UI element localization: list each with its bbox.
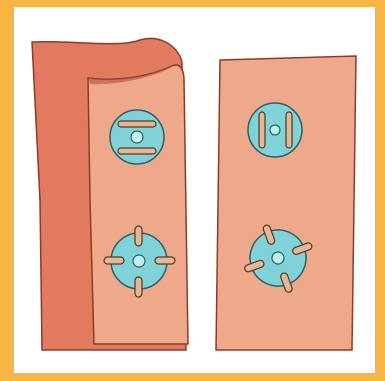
right-fabric — [215, 55, 357, 351]
snap-center — [269, 124, 281, 136]
thread-stitch — [244, 259, 265, 273]
snap-center — [130, 130, 144, 144]
thread-stitch — [292, 242, 313, 255]
thread-stitch — [134, 276, 143, 298]
thread-stitch — [285, 111, 293, 149]
thread-stitch — [154, 256, 176, 265]
thread-stitch — [262, 224, 276, 245]
snap-right-bottom — [244, 224, 313, 293]
left-fabric-panel — [31, 37, 189, 351]
thread-stitch — [117, 120, 157, 128]
snap-left-bottom — [103, 225, 176, 298]
right-fabric-panel — [215, 55, 357, 351]
thread-stitch — [280, 272, 293, 293]
snap-right-top — [247, 102, 303, 158]
thread-stitch — [258, 111, 266, 149]
thread-stitch — [134, 225, 143, 247]
thread-stitch — [117, 147, 157, 155]
fold-shadow — [88, 66, 172, 85]
light-fabric-fold — [87, 64, 189, 345]
snap-left-top — [109, 109, 165, 165]
snap-center — [271, 251, 285, 265]
snap-center — [132, 254, 146, 268]
thread-stitch — [103, 256, 125, 265]
